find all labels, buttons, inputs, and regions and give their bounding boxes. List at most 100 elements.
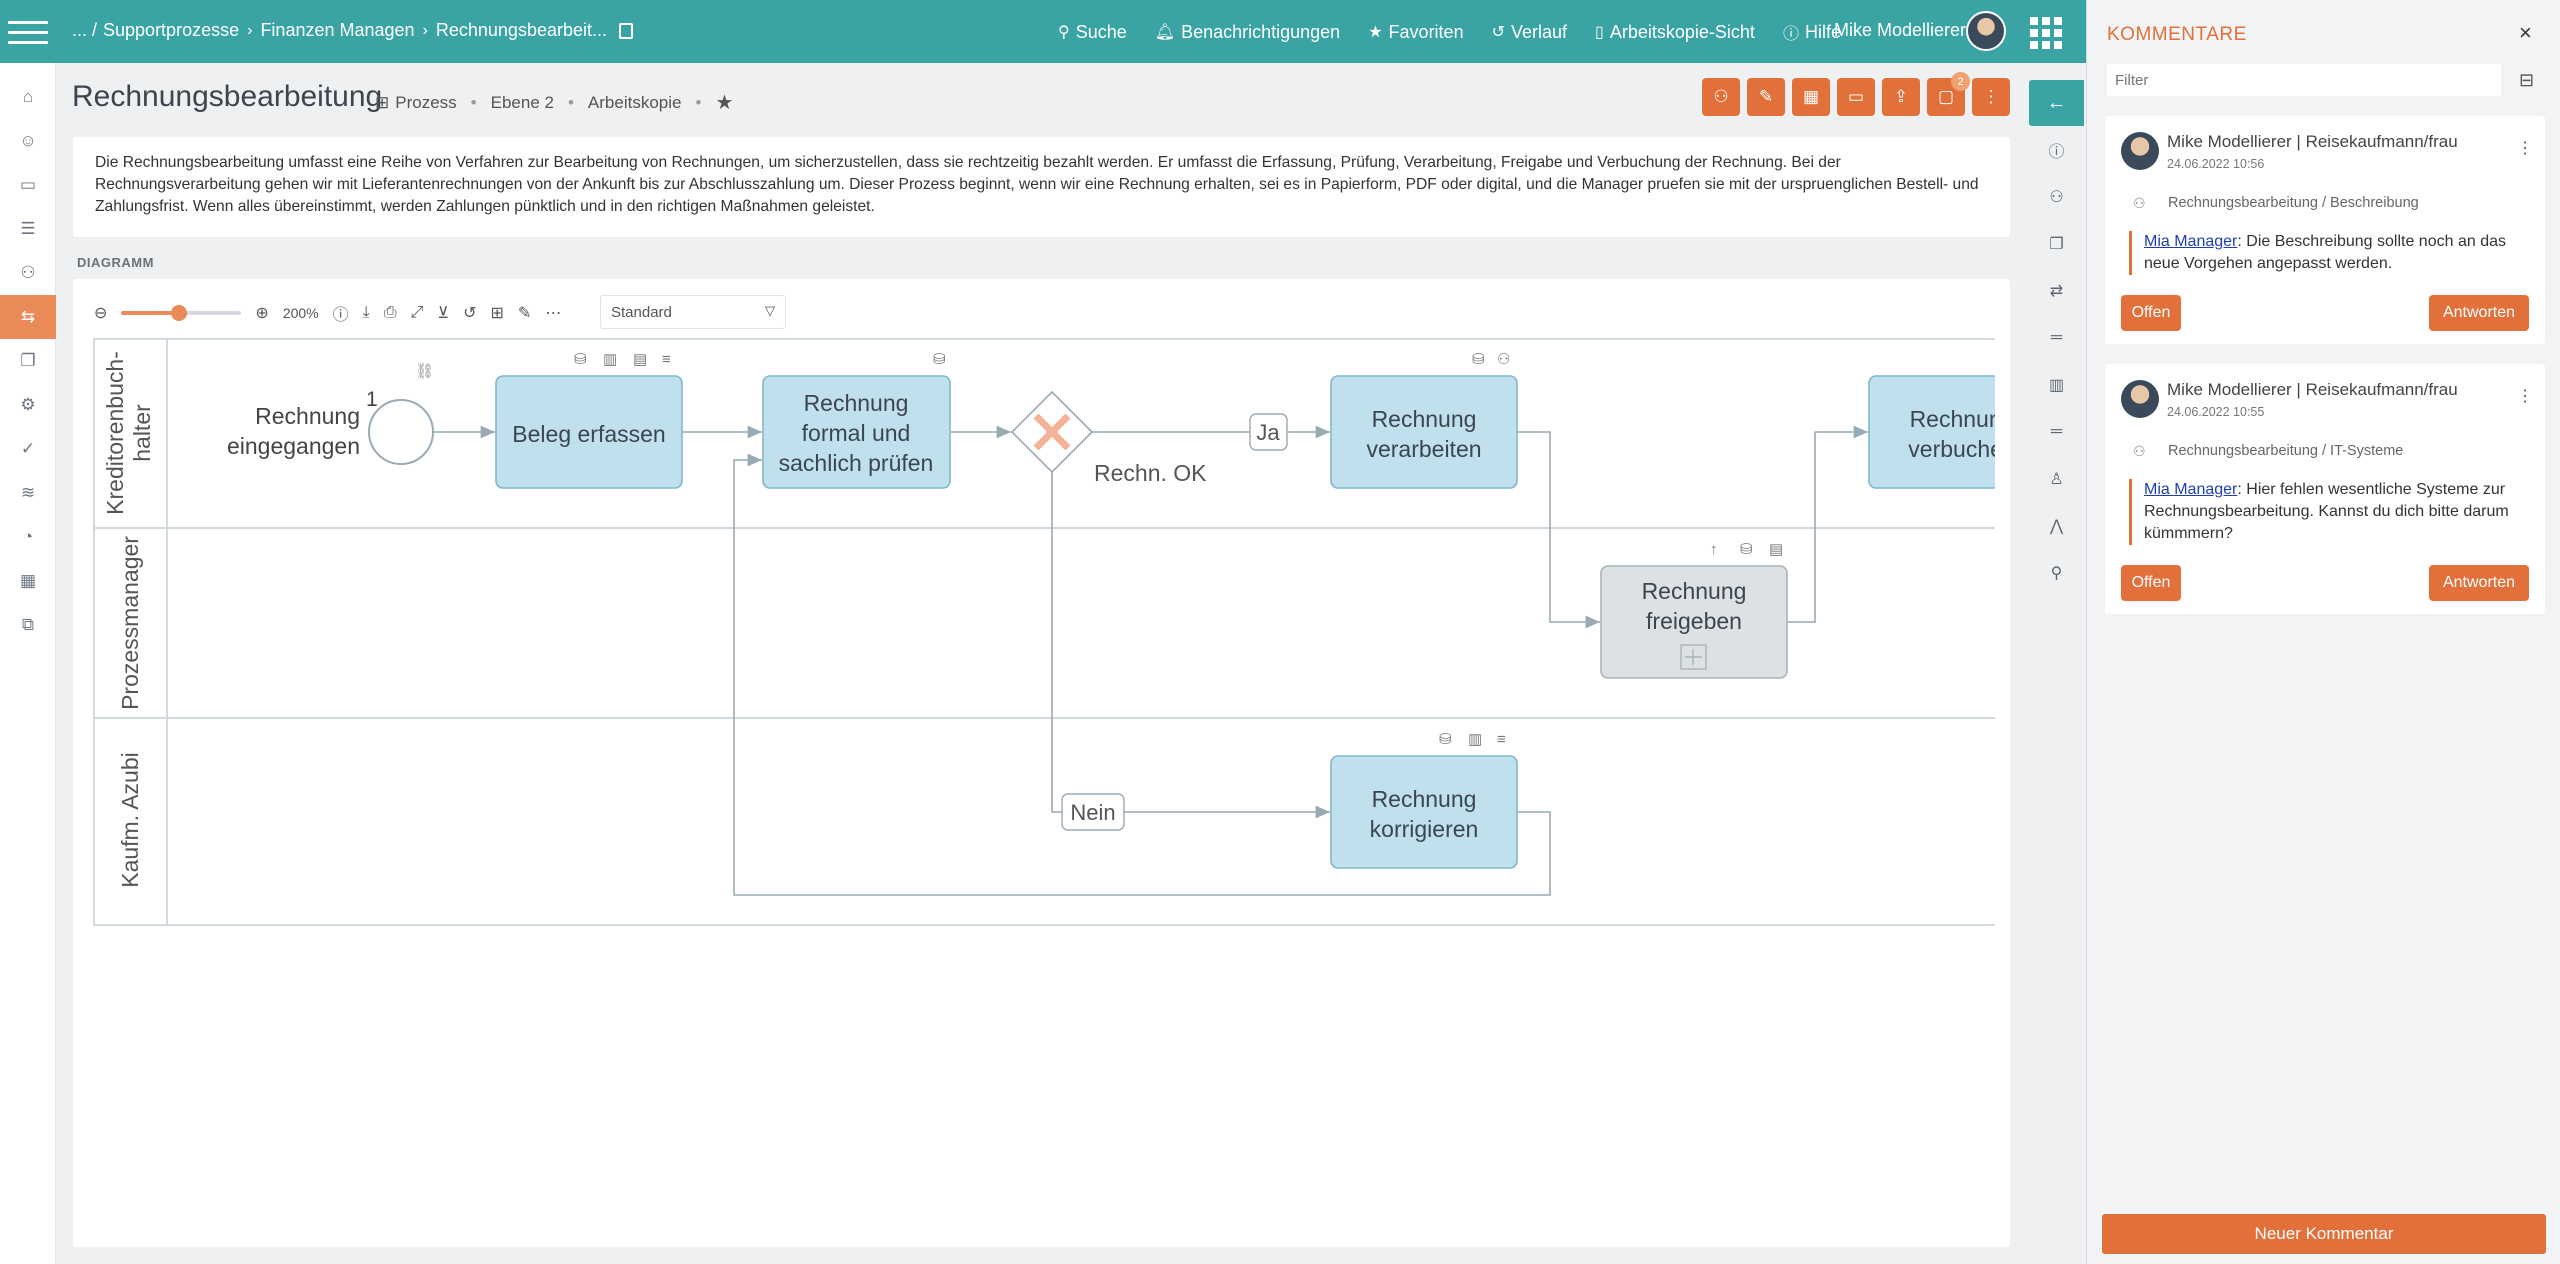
edit-button[interactable]: ✎ — [1747, 78, 1785, 116]
arrow-left-icon[interactable]: ← — [2029, 80, 2084, 126]
breadcrumb-item[interactable]: Rechnungsbearbeit... — [435, 20, 607, 40]
list-icon[interactable]: ☰ — [20, 219, 36, 238]
zoom-slider[interactable] — [121, 305, 242, 321]
database-icon[interactable]: ⛁ — [933, 351, 946, 368]
new-comment-button[interactable]: Neuer Kommentar — [2102, 1214, 2546, 1254]
close-icon[interactable]: × — [2519, 20, 2532, 45]
documents-icon[interactable]: ❐ — [20, 351, 36, 370]
fit-screen-icon[interactable]: ⤢ — [410, 304, 424, 321]
info-icon[interactable]: ⓘ — [2048, 143, 2065, 161]
task-label: Rechnungverbuchen — [1908, 406, 1995, 462]
user-name[interactable]: Mike Modellierer — [1834, 20, 1967, 40]
more-vertical-icon[interactable]: ⋮ — [2517, 388, 2533, 405]
diagram-canvas[interactable]: Kreditorenbuch- halter Prozessmanager Ka… — [93, 338, 1995, 928]
more-horizontal-icon[interactable]: ⋯ — [545, 305, 562, 322]
open-status-button[interactable]: Offen — [2121, 295, 2181, 331]
user-icon[interactable]: ☺ — [19, 131, 37, 150]
document-icon[interactable]: ▤ — [1769, 541, 1783, 558]
reply-button[interactable]: Antworten — [2429, 565, 2529, 601]
add-icon[interactable]: ⊞ — [490, 305, 504, 322]
tree-filter-icon[interactable]: ⊟ — [2519, 70, 2535, 90]
pen-icon[interactable]: ✎ — [517, 305, 532, 322]
task-rechnung-verbuchen[interactable]: Rechnungverbuchen — [1868, 375, 1995, 489]
favorites-link[interactable]: ★Favoriten — [1368, 20, 1463, 44]
mention-link[interactable]: Mia Manager — [2144, 233, 2238, 250]
print-icon[interactable]: ⎙ — [383, 304, 397, 321]
download-icon[interactable]: ⤓ — [362, 304, 370, 321]
breadcrumb-item[interactable]: Supportprozesse — [103, 20, 240, 40]
apps-grid-icon[interactable] — [2030, 17, 2062, 49]
zoom-handle[interactable] — [171, 305, 187, 321]
chart-icon[interactable]: ◔ — [22, 527, 34, 546]
document-icon[interactable]: ▤ — [633, 351, 647, 368]
task-beleg-erfassen[interactable]: Beleg erfassen — [495, 375, 683, 489]
database-icon[interactable]: ⛁ — [1740, 541, 1753, 558]
avatar[interactable] — [1966, 11, 2006, 51]
share-button[interactable]: ⇪ — [1882, 78, 1920, 116]
chart-icon[interactable]: ▥ — [603, 351, 617, 368]
copy-icon[interactable] — [619, 22, 633, 39]
person-icon[interactable]: ♙ — [2049, 470, 2064, 488]
comment-context[interactable]: Rechnungsbearbeitung / IT-Systeme — [2168, 443, 2404, 459]
gateway-rechnung-ok[interactable] — [1010, 390, 1094, 474]
view-select[interactable]: Standard ▽ — [600, 295, 786, 329]
star-icon[interactable]: ★ — [715, 92, 734, 114]
comment-context[interactable]: Rechnungsbearbeitung / Beschreibung — [2168, 195, 2419, 211]
info-icon[interactable]: ⓘ — [332, 307, 349, 324]
equals-icon[interactable]: ═ — [2050, 422, 2063, 440]
database-icon[interactable]: ⛁ — [1472, 351, 1485, 368]
breadcrumb-item[interactable]: Finanzen Managen — [260, 20, 415, 40]
windows-icon[interactable]: ⧉ — [21, 615, 35, 634]
zoom-icon[interactable]: ⚲ — [2050, 564, 2063, 582]
comments-button[interactable]: ▢2 — [1927, 72, 1970, 116]
zoom-out-icon[interactable]: ⊖ — [94, 305, 108, 322]
library-icon[interactable]: ▥ — [2048, 376, 2065, 394]
chart-icon[interactable]: ▥ — [1468, 731, 1482, 748]
users-icon[interactable]: ⚇ — [2049, 188, 2064, 206]
comment-text: Mia Manager: Hier fehlen wesentliche Sys… — [2129, 479, 2529, 545]
settings-icon[interactable]: ⚙ — [20, 395, 36, 414]
search-link[interactable]: ⚲Suche — [1058, 20, 1127, 44]
comment-filter-input[interactable] — [2107, 64, 2501, 96]
notifications-link[interactable]: 🔔︎Benachrichtigungen — [1155, 20, 1340, 44]
chat-icon[interactable]: ▭ — [19, 175, 37, 194]
window-button[interactable]: ▭ — [1837, 78, 1875, 116]
home-icon[interactable]: ⌂ — [22, 87, 34, 106]
more-button[interactable]: ⋮ — [1972, 78, 2010, 116]
undo-icon[interactable]: ↺ — [463, 305, 477, 322]
zoom-in-icon[interactable]: ⊕ — [255, 305, 269, 322]
table-icon[interactable]: ▦ — [19, 571, 37, 590]
process-map-button[interactable]: ⚇ — [1702, 78, 1740, 116]
description-icon[interactable]: ≡ — [1497, 731, 1506, 748]
start-event[interactable] — [368, 399, 434, 465]
menu-icon[interactable] — [8, 17, 48, 45]
layers-icon[interactable]: ≋ — [20, 483, 36, 502]
working-copy-view-link[interactable]: ▯Arbeitskopie-Sicht — [1595, 20, 1755, 44]
more-vertical-icon[interactable]: ⋮ — [2517, 140, 2533, 157]
layers-icon[interactable]: ❐ — [2049, 235, 2064, 253]
align-icon[interactable]: ⊻ — [437, 305, 450, 322]
table-view-button[interactable]: ▦ — [1792, 78, 1830, 116]
reply-button[interactable]: Antworten — [2429, 295, 2529, 331]
description-icon[interactable]: ≡ — [662, 351, 671, 368]
history-link[interactable]: ↺Verlauf — [1492, 20, 1567, 44]
open-status-button[interactable]: Offen — [2121, 565, 2181, 601]
swap-icon[interactable]: ⇄ — [2049, 282, 2064, 300]
process-icon[interactable]: ⇆ — [0, 295, 56, 339]
hierarchy-icon[interactable]: ⚇ — [20, 263, 36, 282]
database-icon[interactable]: ⛁ — [1439, 731, 1452, 748]
database-icon[interactable]: ⛁ — [574, 351, 587, 368]
breadcrumb-prefix[interactable]: ... / — [72, 20, 98, 40]
users-icon[interactable]: ⚇ — [1497, 351, 1510, 368]
road-icon[interactable]: ⋀ — [2049, 517, 2064, 535]
link-icon[interactable]: ⛓ — [415, 363, 434, 380]
equals-icon[interactable]: ═ — [2050, 328, 2063, 346]
mention-link[interactable]: Mia Manager — [2144, 481, 2238, 498]
check-icon[interactable]: ✓ — [20, 439, 36, 458]
arrow-up-icon[interactable]: ↑ — [1710, 541, 1718, 558]
